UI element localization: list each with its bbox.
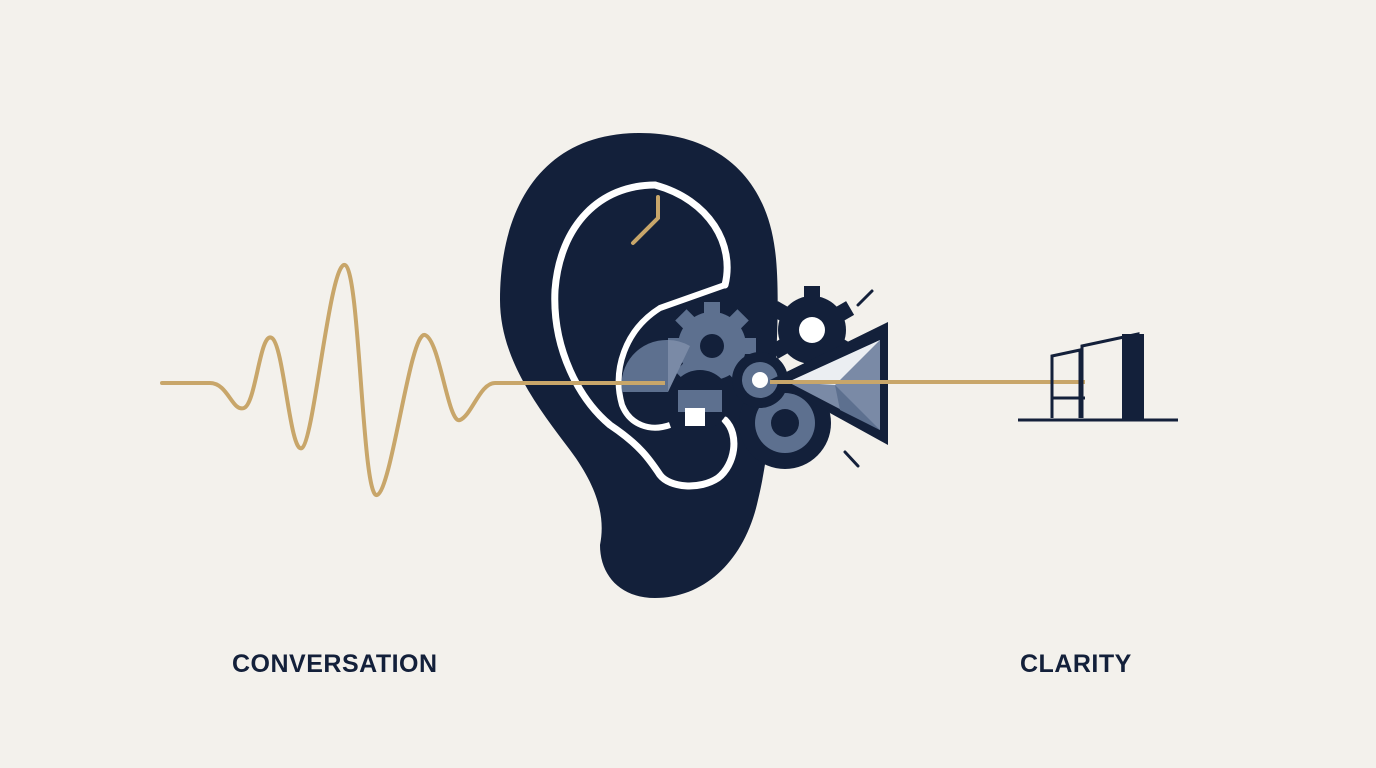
bar-chart-icon	[1018, 332, 1178, 422]
spark-bottom	[843, 450, 860, 468]
ear-inner-contour	[551, 181, 738, 490]
output-label: CLARITY	[1020, 650, 1132, 678]
spark-top	[856, 289, 874, 307]
prism-facet-light	[788, 340, 880, 385]
gear-half-left	[621, 339, 690, 392]
bar-solid	[1122, 334, 1144, 420]
ear-gold-accent	[631, 195, 660, 245]
prism-facet-dark	[835, 385, 880, 430]
gear-center	[732, 352, 788, 408]
ear-canal-shape	[615, 282, 727, 431]
sound-wave-icon	[160, 262, 562, 498]
gear-bottom-left	[670, 370, 730, 430]
gear-top-right	[769, 286, 855, 374]
bar-outline	[1050, 348, 1082, 418]
ear-inner-ridge	[651, 181, 731, 289]
input-label: CONVERSATION	[232, 650, 438, 678]
